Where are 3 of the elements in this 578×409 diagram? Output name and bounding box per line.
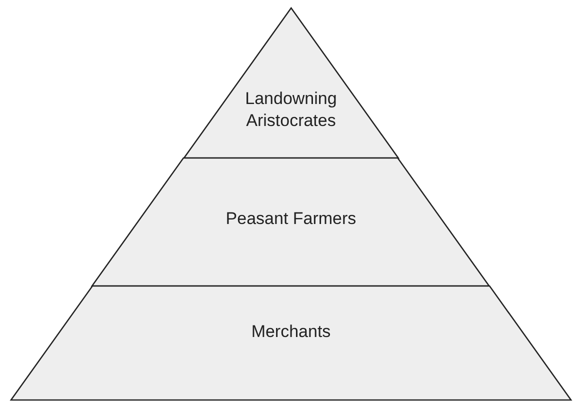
tier-label: Landowning Aristocrates: [244, 88, 338, 132]
tier-label: Merchants: [250, 321, 332, 343]
tier-label: Peasant Farmers: [224, 208, 358, 230]
